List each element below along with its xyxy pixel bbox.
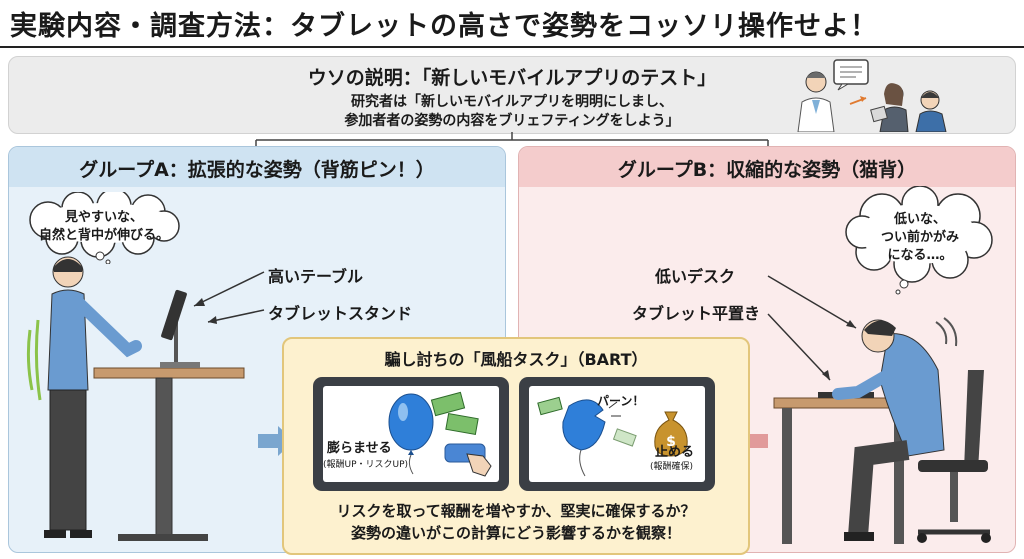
group-b-label-flat-tablet: タブレット平置き: [632, 304, 761, 323]
researchers-illustration: [797, 59, 947, 132]
page-title: 実験内容・調査方法：タブレットの高さで姿勢をコッソリ操作せよ！: [10, 11, 878, 42]
group-a-label-high-table: 高いテーブル: [268, 267, 364, 286]
group-b-thought-bubble: [845, 186, 993, 295]
tablet-inflate: [313, 377, 509, 491]
cover-story-title: ウソの説明：「新しいモバイルアプリのテスト」: [307, 67, 717, 89]
group-b-hunched-person: [773, 317, 991, 544]
group-a-header: [9, 147, 505, 187]
group-a-thought-line-1: 見やすいな、: [64, 210, 143, 225]
connector-lines: [255, 132, 769, 147]
stop-screen-art: $: [537, 396, 688, 477]
group-a-label-arrows: [193, 271, 265, 324]
cover-story-line-2: 参加者者の姿勢の内容をブリェフティングをしよう」: [344, 113, 680, 129]
group-a-thought-line-2: 自然と背中が伸びる。: [38, 228, 169, 243]
stop-label: 止める: [655, 445, 695, 460]
group-b-label-arrows: [767, 275, 857, 381]
group-b-header: [519, 147, 1015, 187]
group-a-label-tablet-stand: タブレットスタンド: [268, 304, 413, 323]
group-b-title: グループB：収縮的な姿勢（猫背）: [617, 159, 917, 181]
inflate-sub-label: (報酬UP・リスクUP): [323, 460, 409, 470]
group-a-thought-bubble: [29, 192, 180, 264]
inflate-label: 膨らませる: [327, 441, 392, 456]
bart-title: 騙し討ちの「風船タスク」（BART）: [384, 350, 648, 369]
inflate-screen-art: [388, 391, 492, 477]
group-b-label-low-desk: 低いデスク: [655, 267, 736, 286]
group-b-thought-line-2: つい前かがみ: [880, 230, 959, 245]
stop-sub-label: (報酬確保): [650, 462, 694, 472]
svg-text:$: $: [666, 434, 676, 450]
group-b-thought-line-1: 低いな、: [893, 212, 946, 227]
title-divider: [0, 46, 1024, 48]
group-a-standing-person: [26, 256, 245, 541]
group-a-title: グループA：拡張的な姿勢（背筋ピン！）: [79, 159, 435, 181]
bart-question-1: リスクを取って報酬を増やすか、堅実に確保するか？: [336, 502, 696, 520]
pop-text: パーン！: [597, 394, 645, 408]
cover-story-line-1: 研究者は「新しいモバイルアプリを明明にしまし、: [351, 94, 673, 110]
group-b-thought-line-3: になる…。: [887, 248, 953, 263]
bart-question-2: 姿勢の違いがこの計算にどう影響するかを観察！: [350, 524, 681, 542]
